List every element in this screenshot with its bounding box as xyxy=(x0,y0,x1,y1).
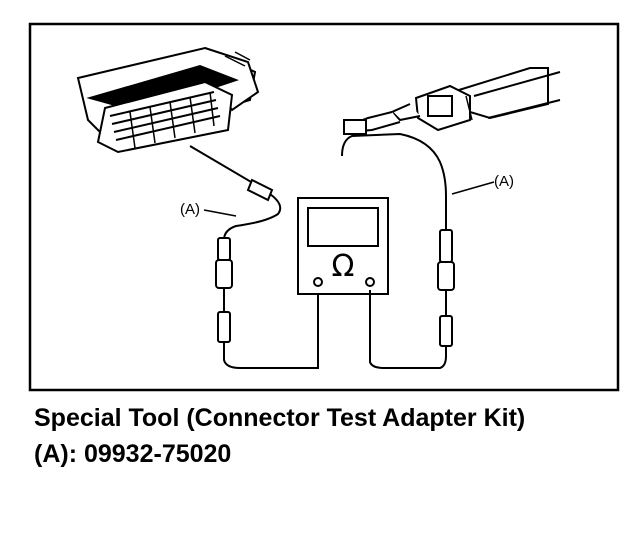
leader-right xyxy=(451,181,495,195)
label-a-left: (A) xyxy=(180,201,200,218)
left-lead xyxy=(215,237,319,369)
diagram-illustration: Ω (A) (A) xyxy=(28,22,620,392)
harness-connector xyxy=(343,67,561,135)
left-probe xyxy=(189,145,282,241)
ohm-symbol: Ω xyxy=(332,249,355,284)
leader-left xyxy=(203,209,237,217)
label-a-right: (A) xyxy=(494,173,514,190)
caption-title: Special Tool (Connector Test Adapter Kit… xyxy=(34,404,526,432)
ohmmeter xyxy=(297,197,389,295)
ecu-connector xyxy=(76,46,260,154)
caption-part-number: (A): 09932-75020 xyxy=(34,440,232,468)
figure-frame xyxy=(28,22,620,392)
right-lead xyxy=(341,132,455,369)
